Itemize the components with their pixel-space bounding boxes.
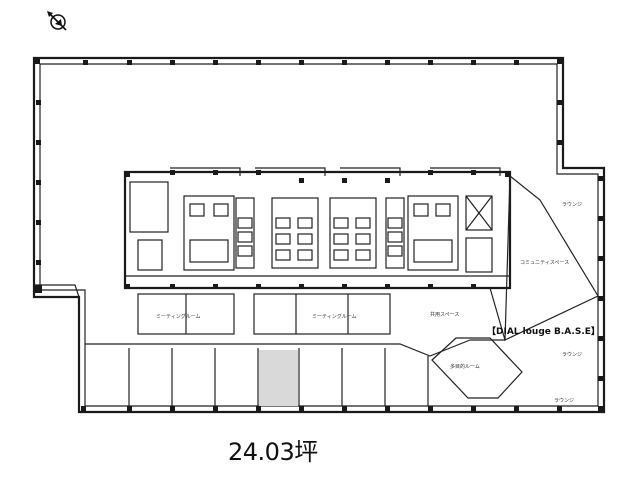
label-multipurpose-room: 多目的ルーム	[450, 363, 480, 370]
core-block	[123, 167, 512, 290]
multipurpose-room	[431, 337, 523, 399]
label-meeting-room-1: ミーティングルーム	[156, 313, 201, 320]
highlight-unit	[259, 350, 298, 406]
north-arrow-icon	[47, 11, 67, 31]
meeting-rooms	[137, 293, 391, 335]
label-lounge-1: ラウンジ	[562, 201, 582, 208]
columns-left	[34, 100, 42, 293]
columns-bottom	[81, 406, 603, 411]
building-notch	[34, 284, 80, 298]
label-common-space: コミュニティスペース	[520, 260, 569, 266]
bottom-units	[128, 348, 429, 406]
corridor	[85, 339, 471, 357]
tenant-label: 【DIAL louge B.A.S.E】	[487, 326, 600, 337]
label-meeting-room-2: ミーティングルーム	[312, 313, 357, 320]
building-outline	[32, 56, 606, 414]
columns-core	[125, 170, 510, 289]
lounge-partition	[470, 287, 506, 341]
area-label: 24.03坪	[228, 438, 318, 466]
columns-top	[34, 58, 563, 65]
building-inner-outline	[39, 63, 599, 407]
lounge-diagonal-wall	[504, 175, 599, 341]
columns-right	[557, 100, 603, 381]
label-lounge-3: ラウンジ	[554, 397, 574, 404]
label-lounge-2: ラウンジ	[562, 351, 582, 358]
label-shared-space: 共用スペース	[430, 311, 459, 318]
